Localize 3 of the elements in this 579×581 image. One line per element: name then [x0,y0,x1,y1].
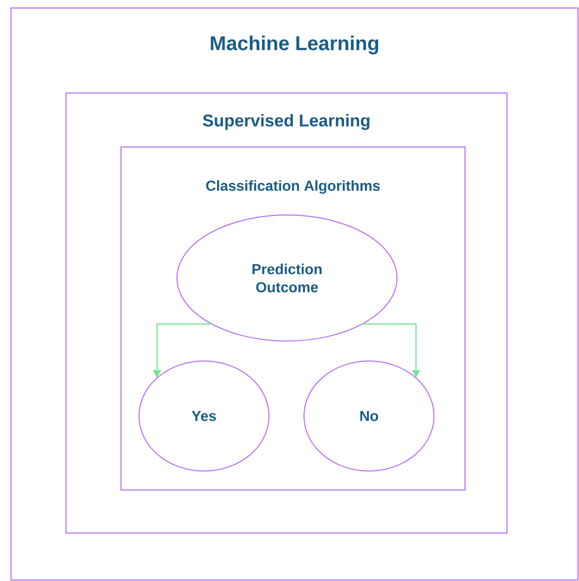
ellipse-node: Prediction Outcome [176,214,398,342]
circle-node: No [304,360,434,472]
circle-node: Yes [138,360,270,472]
